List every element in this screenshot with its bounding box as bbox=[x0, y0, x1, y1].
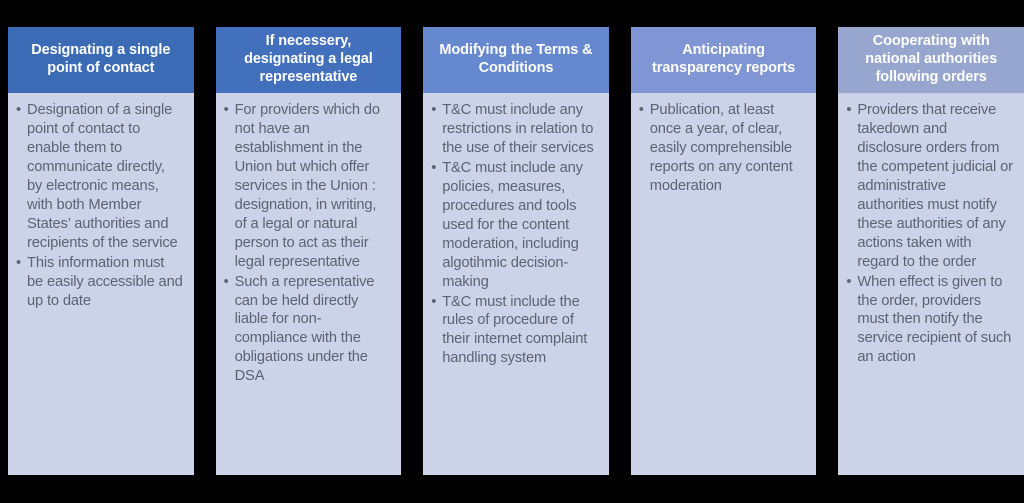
card-header-transparency-reports: Anticipating transparency reports bbox=[630, 27, 817, 93]
bullet-item: This information must be easily accessib… bbox=[16, 254, 184, 311]
obligation-card-legal-representative: If necessery, designating a legal repres… bbox=[215, 27, 402, 475]
bullet-list: Providers that receive takedown and disc… bbox=[846, 101, 1014, 367]
card-header-national-authorities: Cooperating with national authorities fo… bbox=[838, 27, 1024, 93]
card-body-single-point-of-contact: Designation of a single point of contact… bbox=[8, 93, 194, 475]
card-header-single-point-of-contact: Designating a single point of contact bbox=[8, 27, 194, 93]
card-title: Modifying the Terms & Conditions bbox=[439, 42, 593, 76]
bullet-item: Providers that receive takedown and disc… bbox=[846, 101, 1014, 272]
bullet-list: Publication, at least once a year, of cl… bbox=[639, 101, 807, 196]
obligation-card-national-authorities: Cooperating with national authorities fo… bbox=[838, 27, 1024, 475]
bullet-item: For providers which do not have an estab… bbox=[224, 101, 392, 272]
obligation-card-single-point-of-contact: Designating a single point of contact De… bbox=[8, 27, 194, 475]
bullet-item: Such a representative can be held direct… bbox=[224, 273, 392, 387]
bullet-list: T&C must include any restrictions in rel… bbox=[431, 101, 599, 368]
obligation-card-transparency-reports: Anticipating transparency reports Public… bbox=[630, 27, 817, 475]
bullet-item: Publication, at least once a year, of cl… bbox=[639, 101, 807, 196]
bullet-list: For providers which do not have an estab… bbox=[224, 101, 392, 386]
obligation-card-terms-and-conditions: Modifying the Terms & Conditions T&C mus… bbox=[423, 27, 609, 475]
card-header-legal-representative: If necessery, designating a legal repres… bbox=[215, 27, 402, 93]
bullet-item: T&C must include any restrictions in rel… bbox=[431, 101, 599, 158]
card-header-terms-and-conditions: Modifying the Terms & Conditions bbox=[423, 27, 609, 93]
card-body-national-authorities: Providers that receive takedown and disc… bbox=[838, 93, 1024, 475]
bullet-item: T&C must include any policies, measures,… bbox=[431, 159, 599, 292]
bullet-item: T&C must include the rules of procedure … bbox=[431, 293, 599, 369]
card-body-transparency-reports: Publication, at least once a year, of cl… bbox=[630, 93, 817, 475]
bullet-item: When effect is given to the order, provi… bbox=[846, 273, 1014, 368]
card-title: Cooperating with national authorities fo… bbox=[865, 33, 998, 85]
card-body-legal-representative: For providers which do not have an estab… bbox=[215, 93, 402, 475]
card-title: Designating a single point of contact bbox=[31, 42, 171, 76]
card-body-terms-and-conditions: T&C must include any restrictions in rel… bbox=[423, 93, 609, 475]
card-title: Anticipating transparency reports bbox=[652, 42, 796, 76]
bullet-item: Designation of a single point of contact… bbox=[16, 101, 184, 253]
card-title: If necessery, designating a legal repres… bbox=[244, 33, 373, 85]
bullet-list: Designation of a single point of contact… bbox=[16, 101, 184, 310]
